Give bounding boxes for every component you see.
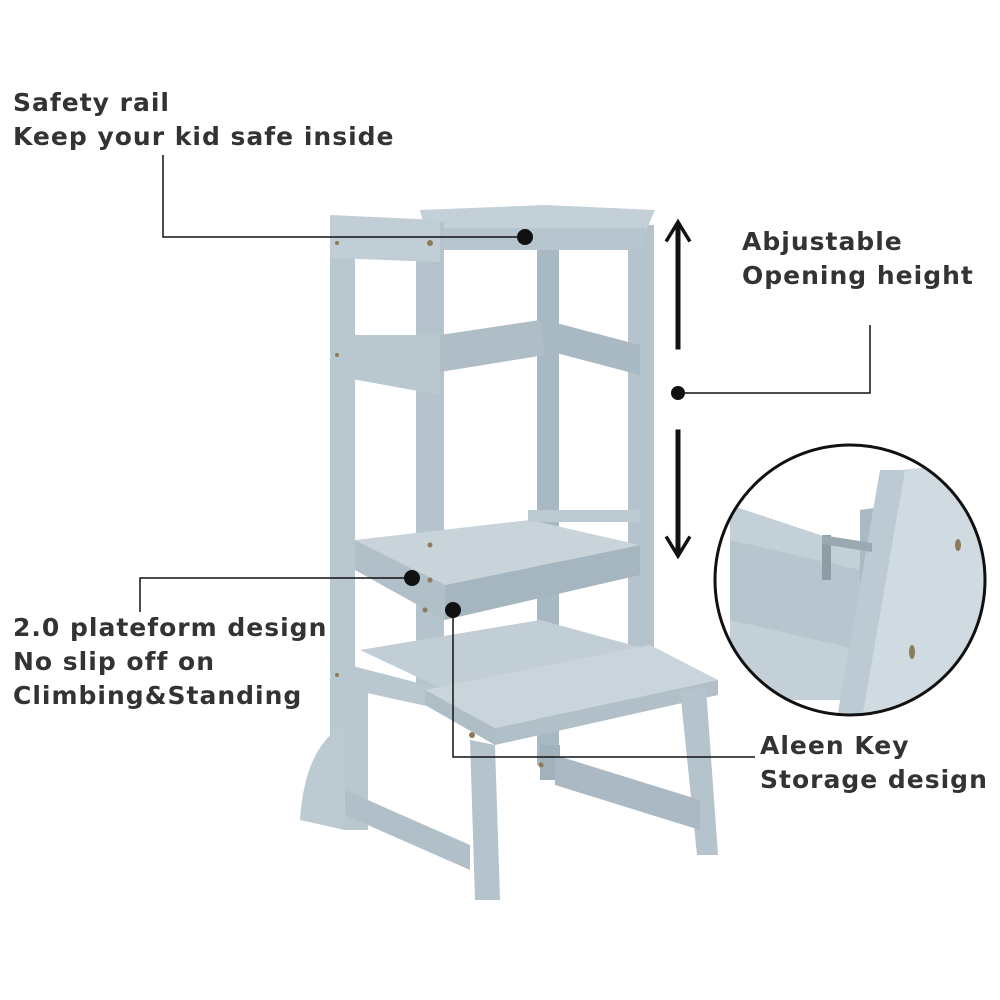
allen-key-line1: Aleen Key — [760, 731, 910, 760]
platform-line1: 2.0 plateform design — [13, 613, 328, 642]
allen-key-line2: Storage design — [760, 765, 988, 794]
learning-tower — [300, 205, 718, 900]
safety-rail-label: Safety rail Keep your kid safe inside — [13, 86, 395, 154]
adjustable-height-arrows — [664, 218, 692, 560]
callout-dots — [404, 229, 685, 618]
platform-line3: Climbing&Standing — [13, 681, 303, 710]
height-dot — [671, 386, 685, 400]
platform-dot — [404, 570, 420, 586]
adjustable-height-label: Abjustable Opening height — [742, 225, 974, 293]
allen-key-label: Aleen Key Storage design — [760, 729, 988, 797]
platform-design-label: 2.0 plateform design No slip off on Clim… — [13, 611, 327, 713]
adjustable-height-line1: Abjustable — [742, 227, 903, 256]
safety-rail-dot — [517, 229, 533, 245]
safety-rail-title: Safety rail — [13, 88, 170, 117]
callout-lines — [139, 155, 871, 758]
platform-line2: No slip off on — [13, 647, 216, 676]
allen-key-dot — [445, 602, 461, 618]
adjustable-height-line2: Opening height — [742, 261, 974, 290]
allen-key-detail-inset — [713, 443, 987, 717]
safety-rail-subtitle: Keep your kid safe inside — [13, 122, 395, 151]
